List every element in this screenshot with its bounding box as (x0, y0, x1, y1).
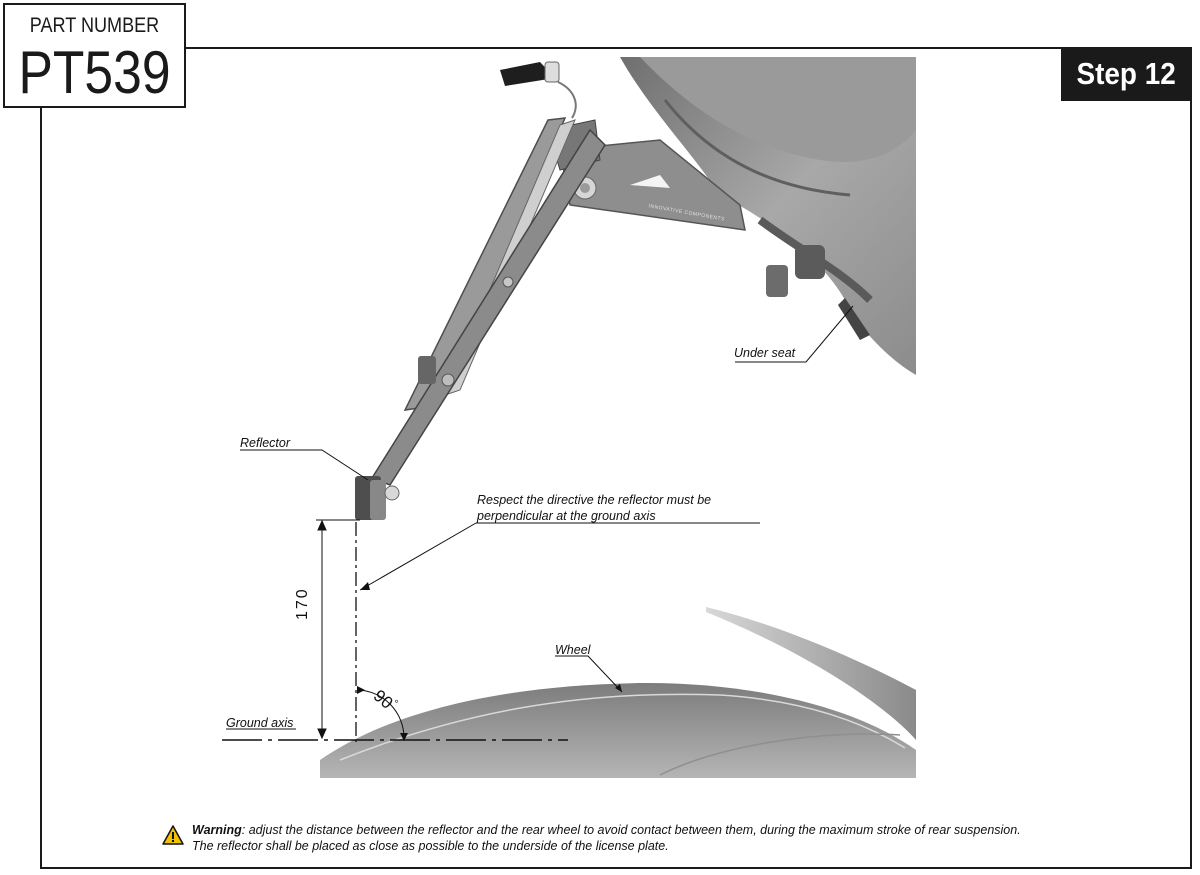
under-seat-body (620, 57, 916, 375)
directive-arrow (360, 582, 370, 590)
callout-directive-line2: perpendicular at the ground axis (477, 509, 656, 523)
angle-arrow-top (357, 686, 365, 694)
leader-lines (226, 305, 854, 730)
callout-under-seat: Under seat (734, 346, 796, 360)
rear-wheel (320, 682, 916, 778)
step-label: Step 12 (1076, 56, 1177, 91)
warning-text: Warning: adjust the distance between the… (192, 822, 1021, 854)
warning-line1: Warning: adjust the distance between the… (192, 822, 1021, 838)
callout-directive-line1: Respect the directive the reflector must… (477, 493, 712, 507)
callout-reflector: Reflector (240, 436, 291, 450)
dimension-label: 170 (294, 587, 311, 620)
part-number-box: PART NUMBER PT539 (3, 3, 186, 108)
step-badge: Step 12 (1061, 47, 1192, 101)
warning-line2: The reflector shall be placed as close a… (192, 839, 669, 853)
license-plate-arm (370, 117, 606, 486)
warning-bold: Warning (192, 823, 242, 837)
part-number-label: PART NUMBER (29, 14, 160, 37)
warning-line1-text: : adjust the distance between the reflec… (241, 823, 1021, 837)
callout-ground-axis: Ground axis (226, 716, 294, 730)
rear-fender (706, 607, 916, 740)
angle-arc (357, 689, 405, 738)
angle-arrow-right (400, 733, 408, 741)
part-number-value: PT539 (18, 39, 171, 106)
wheel-arrow (615, 684, 622, 692)
callout-wheel: Wheel (555, 643, 591, 657)
page-frame (40, 47, 1192, 869)
reflector-part (355, 476, 400, 520)
dimension-170 (316, 519, 360, 742)
warning-icon (162, 825, 184, 845)
license-light (500, 61, 577, 119)
